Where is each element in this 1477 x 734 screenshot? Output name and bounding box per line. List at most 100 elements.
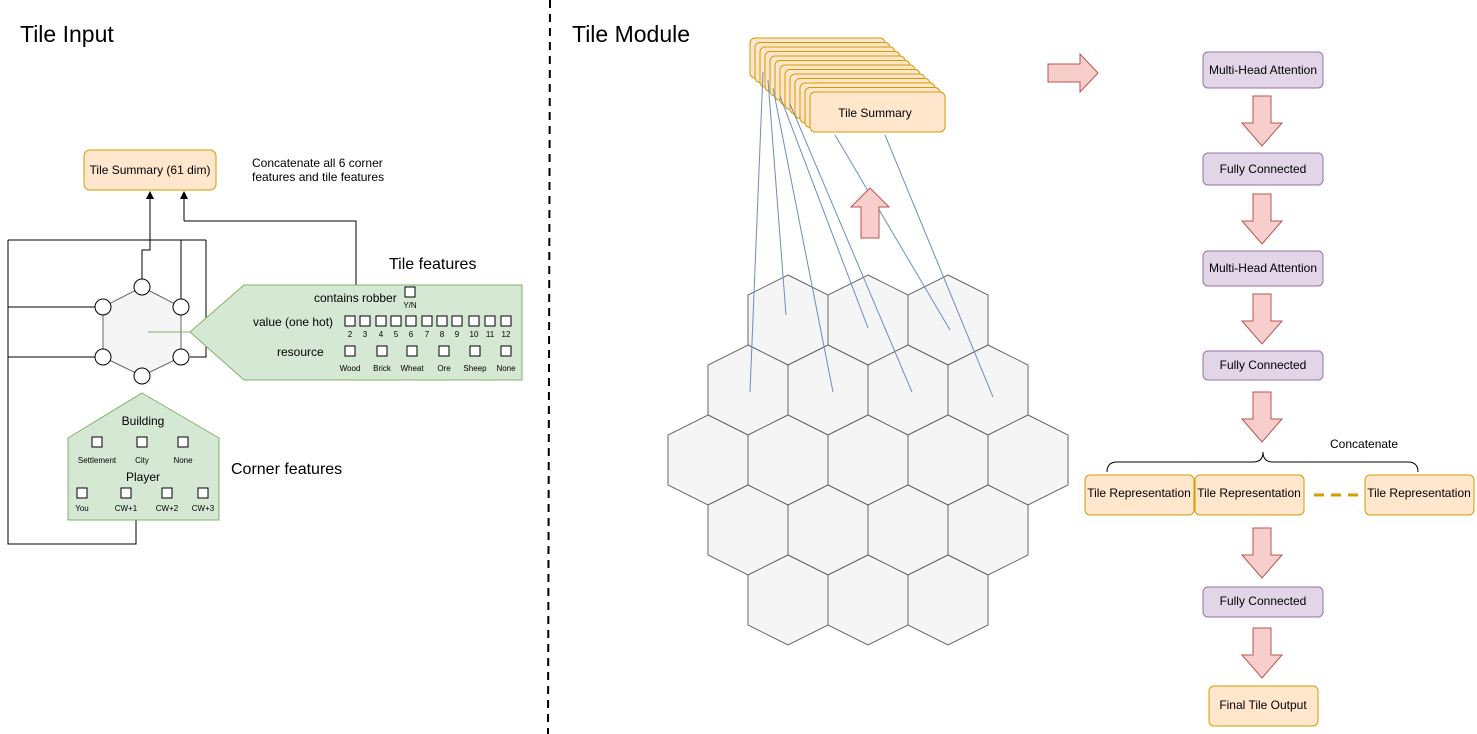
summary-to-pipeline-arrow (1047, 52, 1099, 94)
value-checkbox[interactable] (390, 315, 402, 327)
pipeline-arrows (1240, 95, 1284, 679)
concat-brace (1106, 451, 1419, 473)
svg-text:Fully Connected: Fully Connected (1220, 162, 1307, 176)
value-checkbox[interactable] (436, 315, 448, 327)
svg-text:Tile Representation: Tile Representation (1087, 486, 1191, 500)
player-checkbox[interactable] (76, 487, 88, 499)
player-option-label: CW+1 (115, 504, 138, 513)
building-checkbox[interactable] (177, 436, 189, 448)
value-checkbox[interactable] (359, 315, 371, 327)
player-checkbox[interactable] (197, 487, 209, 499)
mha-box-1: Multi-Head Attention (1202, 51, 1324, 89)
resource-checkbox[interactable] (438, 345, 450, 357)
tile-rep-n: Tile Representation (1364, 474, 1475, 516)
tile-summary-61-box: Tile Summary (61 dim) (83, 149, 217, 191)
svg-text:Fully Connected: Fully Connected (1220, 358, 1307, 372)
svg-text:Multi-Head Attention: Multi-Head Attention (1209, 261, 1317, 275)
resource-option-label: Sheep (463, 364, 487, 373)
robber-option: Y/N (403, 301, 417, 310)
fc-box-1: Fully Connected (1202, 152, 1324, 186)
tile-features-heading: Tile features (389, 256, 476, 273)
value-checkbox[interactable] (468, 315, 480, 327)
resource-label: resource (277, 345, 324, 359)
value-checkbox[interactable] (375, 315, 387, 327)
corner-features-shape (67, 392, 220, 521)
value-option-label: 8 (440, 330, 445, 339)
player-option-label: CW+3 (192, 504, 215, 513)
tile-summary-stack (749, 37, 946, 133)
player-options: You CW+1 CW+2 CW+3 (75, 487, 215, 513)
value-option-label: 3 (363, 330, 368, 339)
player-option-label: CW+2 (156, 504, 179, 513)
player-checkbox[interactable] (161, 487, 173, 499)
corner-connectors (7, 191, 357, 545)
value-option-label: 11 (486, 330, 495, 339)
resource-checkbox[interactable] (500, 345, 512, 357)
svg-text:Tile Representation: Tile Representation (1197, 486, 1301, 500)
svg-text:Final Tile Output: Final Tile Output (1219, 698, 1307, 712)
value-checkbox[interactable] (344, 315, 356, 327)
robber-checkbox[interactable] (404, 286, 416, 298)
svg-text:Tile Representation: Tile Representation (1367, 486, 1471, 500)
value-option-label: 12 (502, 330, 511, 339)
resource-option-label: None (496, 364, 516, 373)
panel-divider (547, 0, 551, 734)
value-option-label: 6 (409, 330, 414, 339)
board-to-summary-arrow (849, 187, 891, 239)
concat-note-line1: Concatenate all 6 corner (252, 156, 383, 170)
board-hex-tile (747, 554, 829, 646)
resource-option-label: Ore (437, 364, 451, 373)
value-option-label: 5 (394, 330, 399, 339)
value-option-label: 4 (379, 330, 384, 339)
fc-box-3: Fully Connected (1202, 586, 1324, 618)
resource-checkbox[interactable] (406, 345, 418, 357)
pipeline-down-arrow (1240, 627, 1284, 679)
building-option-label: City (135, 456, 149, 465)
hex-to-summary-lines (749, 71, 994, 398)
mha-box-2: Multi-Head Attention (1202, 250, 1324, 287)
building-options: Settlement City None (78, 436, 193, 465)
value-checkbox[interactable] (500, 315, 512, 327)
building-option-label: None (173, 456, 193, 465)
final-output-box: Final Tile Output (1208, 685, 1319, 727)
pipeline-down-arrow (1240, 391, 1284, 443)
resource-options: Wood Brick Wheat Ore Sheep None (340, 345, 516, 373)
resource-checkbox[interactable] (469, 345, 481, 357)
svg-text:Multi-Head Attention: Multi-Head Attention (1209, 63, 1317, 77)
value-checkbox[interactable] (451, 315, 463, 327)
svg-text:Fully Connected: Fully Connected (1220, 594, 1307, 608)
hex-board (667, 274, 1069, 646)
building-option-label: Settlement (78, 456, 117, 465)
resource-option-label: Wheat (400, 364, 424, 373)
value-option-label: 10 (470, 330, 479, 339)
pipeline-down-arrow (1240, 193, 1284, 245)
resource-option-label: Wood (340, 364, 361, 373)
value-checkbox[interactable] (484, 315, 496, 327)
player-option-label: You (75, 504, 89, 513)
hex-corner-nodes (94, 278, 190, 385)
board-hex-tile (827, 554, 909, 646)
fc-box-2: Fully Connected (1202, 350, 1324, 381)
building-checkbox[interactable] (91, 436, 103, 448)
tile-summary-61-label: Tile Summary (61 dim) (90, 163, 211, 177)
pipeline-down-arrow (1240, 293, 1284, 345)
tile-summary-label: Tile Summary (838, 106, 912, 120)
player-checkbox[interactable] (120, 487, 132, 499)
concat-note-line2: features and tile features (252, 170, 384, 184)
pipeline-down-arrow (1240, 527, 1284, 579)
building-checkbox[interactable] (136, 436, 148, 448)
building-label: Building (122, 414, 165, 428)
pipeline-down-arrow (1240, 95, 1284, 147)
value-checkbox[interactable] (421, 315, 433, 327)
resource-checkbox[interactable] (376, 345, 388, 357)
value-checkbox[interactable] (405, 315, 417, 327)
corner-features-heading: Corner features (231, 461, 342, 478)
left-panel-title: Tile Input (20, 21, 114, 47)
resource-checkbox[interactable] (344, 345, 356, 357)
value-option-label: 9 (455, 330, 460, 339)
value-option-label: 2 (348, 330, 353, 339)
resource-option-label: Brick (373, 364, 392, 373)
tile-rep-1: Tile Representation (1084, 474, 1195, 516)
